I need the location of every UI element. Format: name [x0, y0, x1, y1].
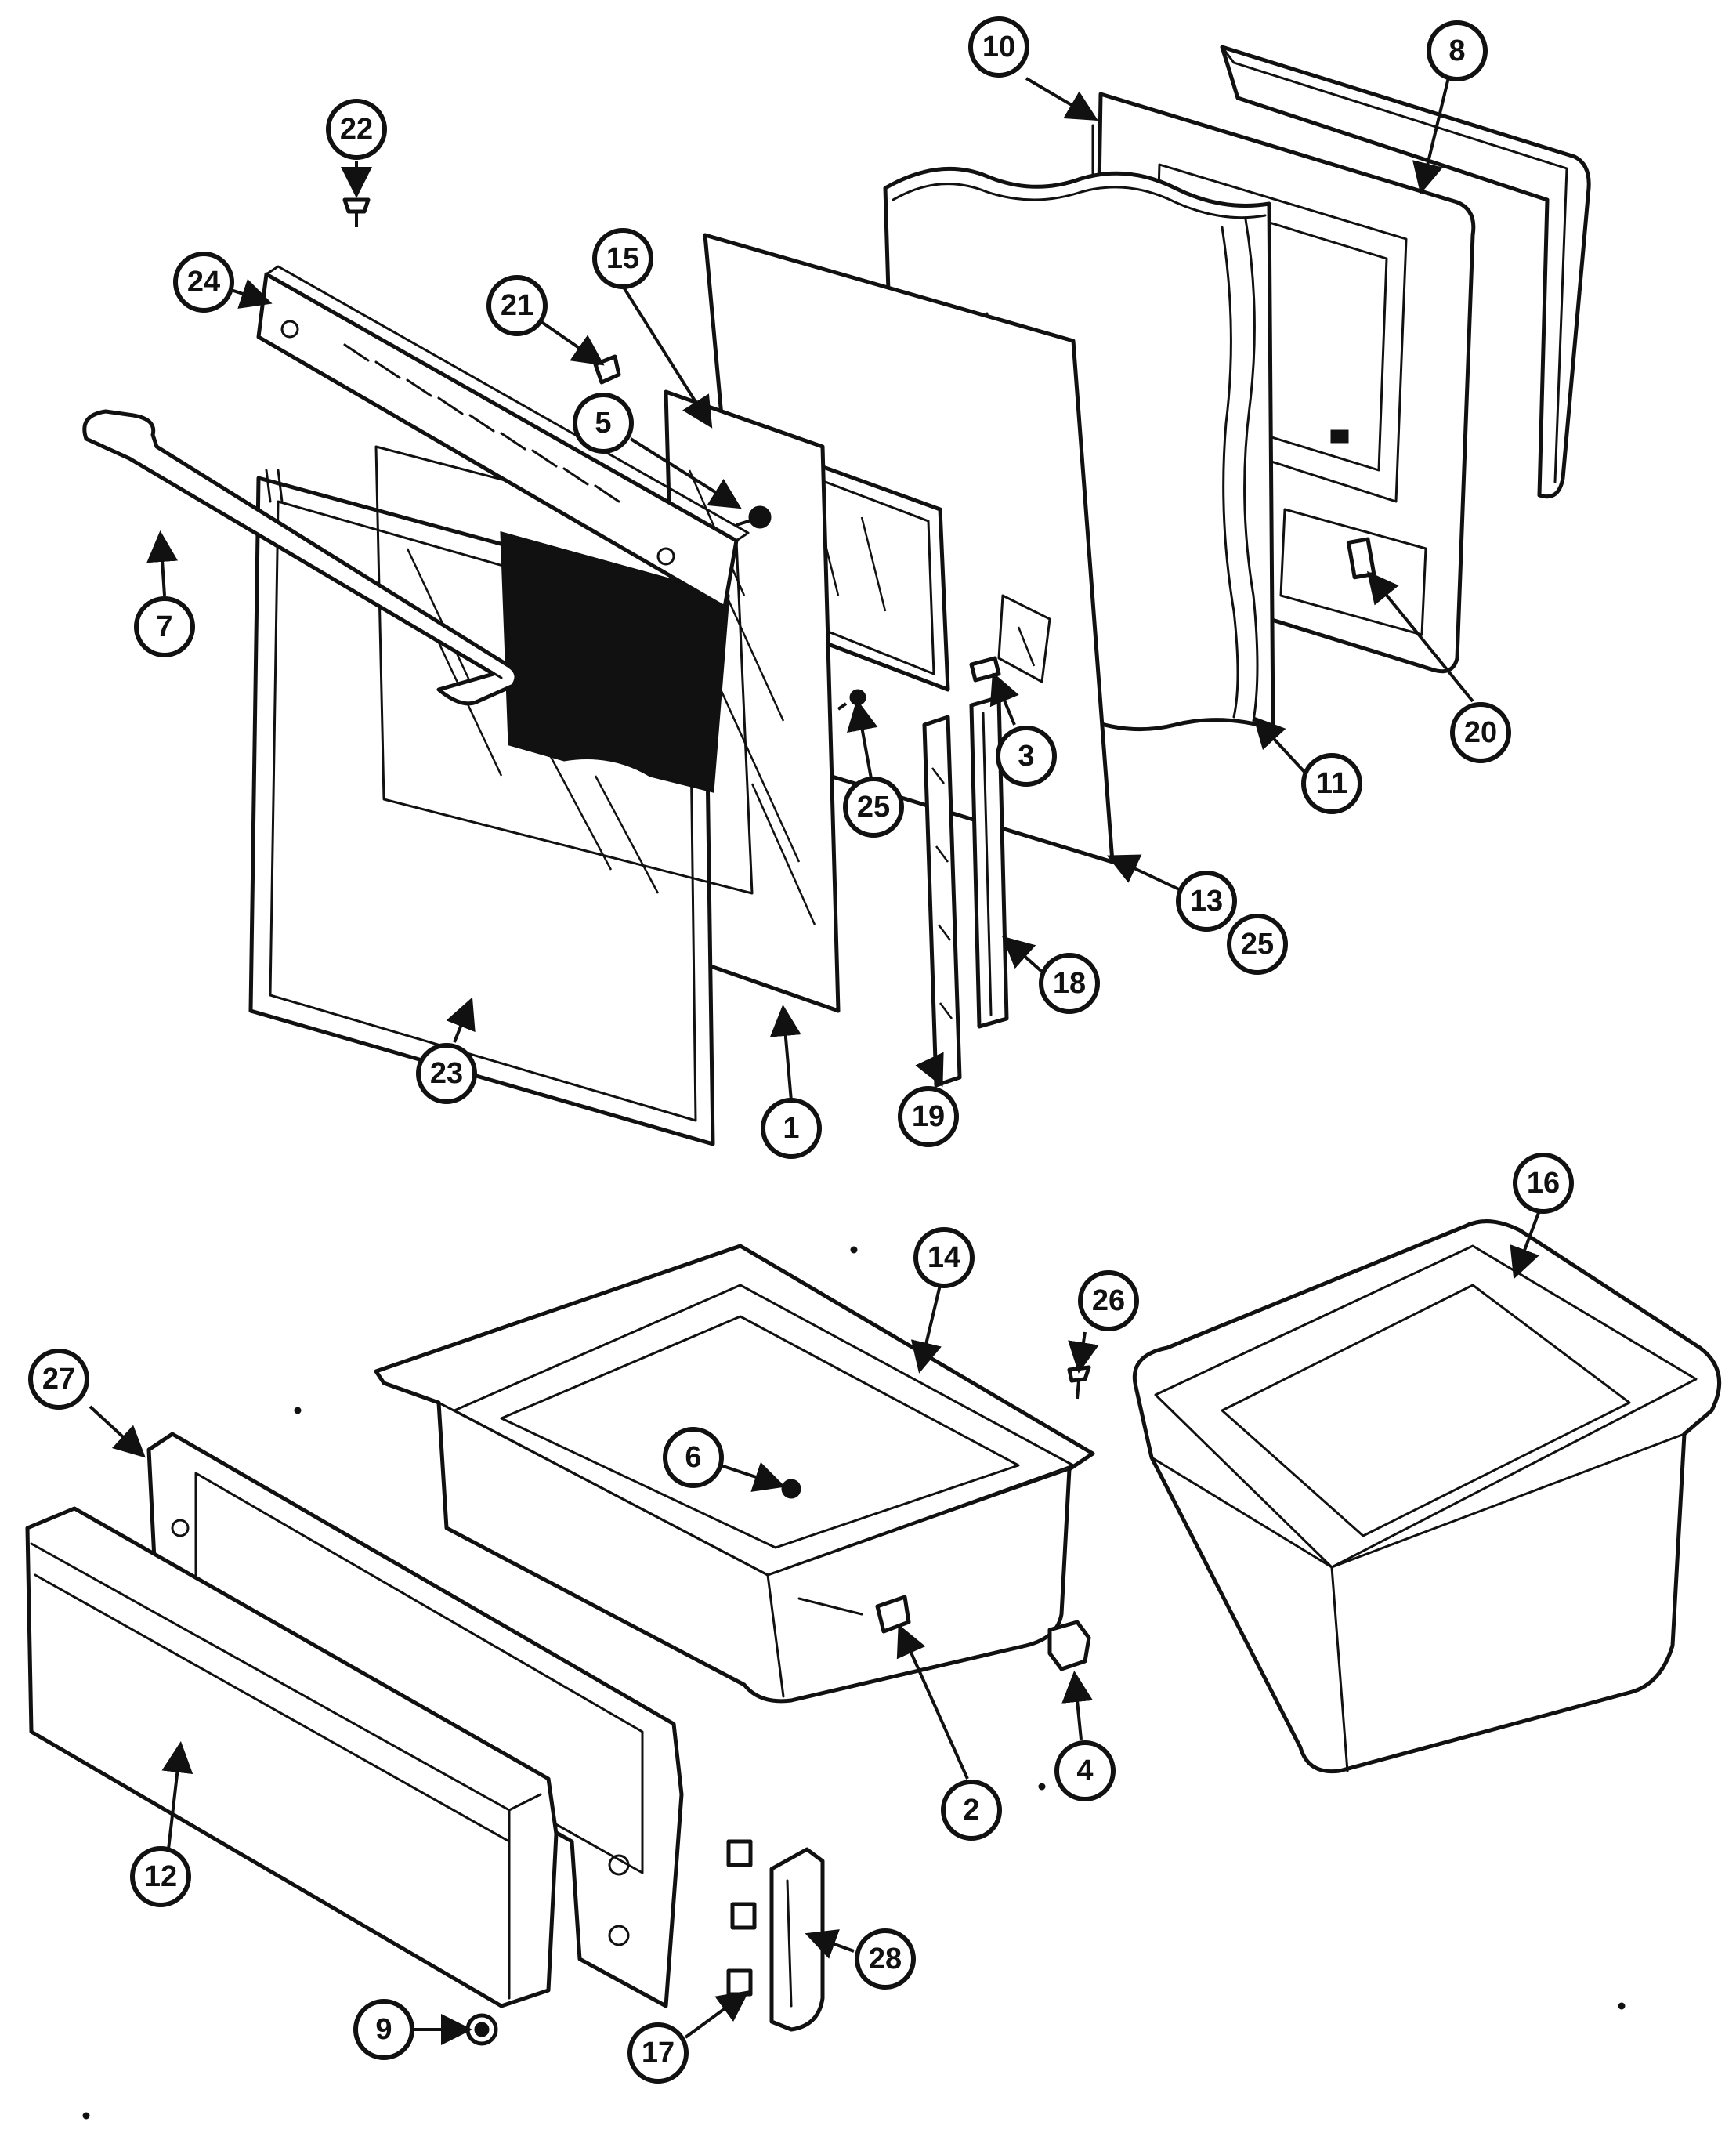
callout-18-label: 18: [1053, 967, 1086, 1000]
callout-22-label: 22: [340, 113, 373, 146]
callout-23-label: 23: [430, 1057, 463, 1090]
callout-3-label: 3: [1018, 740, 1034, 773]
callout-21-label: 21: [501, 289, 533, 322]
callout-10: 10: [968, 16, 1029, 78]
door-gasket-part: [1220, 45, 1591, 499]
screw-6-part: [781, 1479, 801, 1499]
callout-1: 1: [761, 1098, 822, 1159]
hinge-bracket-part: [969, 695, 1009, 1029]
clip-3-part: [969, 656, 1001, 683]
callout-8: 8: [1427, 20, 1488, 81]
callout-25-b-label: 25: [1241, 928, 1274, 961]
screw-26-part: [1067, 1365, 1091, 1400]
callout-17-label: 17: [642, 2037, 675, 2069]
callout-10-label: 10: [982, 31, 1015, 63]
callout-8-label: 8: [1448, 34, 1465, 67]
callout-24-label: 24: [187, 266, 220, 299]
callout-27: 27: [28, 1349, 89, 1410]
callout-19-label: 19: [912, 1100, 945, 1133]
callout-12-label: 12: [144, 1860, 177, 1893]
top-trim-part: [256, 265, 750, 610]
drawer-tub-part: [1132, 1219, 1722, 1774]
callout-7: 7: [134, 596, 195, 657]
leader-lines: [89, 74, 1541, 2045]
callout-26-label: 26: [1092, 1284, 1125, 1317]
latch-20-part: [1346, 537, 1376, 580]
callout-25-a-label: 25: [857, 791, 890, 824]
callout-6-label: 6: [685, 1441, 701, 1474]
screw-9-part: [465, 2013, 498, 2046]
callout-16: 16: [1513, 1153, 1574, 1214]
callout-19: 19: [898, 1086, 959, 1147]
callout-6: 6: [663, 1427, 724, 1488]
glide-4-part: [1047, 1620, 1091, 1671]
callout-26: 26: [1078, 1270, 1139, 1331]
screw-22-part: [342, 197, 371, 227]
callout-25-b: 25: [1227, 914, 1288, 975]
callout-28: 28: [855, 1928, 916, 1990]
clip-2-part: [875, 1595, 911, 1634]
callout-20: 20: [1450, 702, 1511, 763]
callout-5: 5: [573, 393, 634, 454]
callout-11-label: 11: [1316, 767, 1347, 800]
callout-4: 4: [1054, 1740, 1116, 1801]
outer-door-frame-part: [248, 445, 754, 1146]
screw-5-part: [736, 505, 772, 529]
callout-28-label: 28: [869, 1943, 902, 1975]
callout-18: 18: [1039, 953, 1100, 1014]
callout-3: 3: [996, 726, 1057, 787]
callout-2-label: 2: [963, 1794, 979, 1827]
callout-25-a: 25: [843, 777, 904, 838]
callout-16-label: 16: [1527, 1167, 1560, 1200]
callout-15: 15: [592, 228, 653, 289]
door-handle-part: [82, 409, 519, 706]
spacer-pads-part: [726, 1839, 757, 1997]
callout-12: 12: [130, 1846, 191, 1907]
callout-14: 14: [913, 1227, 975, 1288]
callout-2: 2: [941, 1780, 1002, 1841]
drawer-front-part: [25, 1506, 559, 2008]
callout-5-label: 5: [595, 407, 611, 440]
callout-20-label: 20: [1464, 716, 1497, 749]
callout-17: 17: [627, 2022, 689, 2084]
callout-4-label: 4: [1076, 1754, 1093, 1787]
callout-15-label: 15: [606, 242, 639, 275]
callout-7-label: 7: [156, 610, 172, 643]
callout-23: 23: [416, 1043, 477, 1104]
callout-11: 11: [1301, 753, 1362, 814]
callout-27-label: 27: [42, 1363, 75, 1396]
callout-21: 21: [486, 275, 548, 336]
hinge-channel-part: [922, 715, 962, 1088]
callout-9: 9: [353, 1999, 414, 2060]
side-trim-part: [769, 1847, 825, 2032]
callout-1-label: 1: [783, 1112, 799, 1145]
callout-14-label: 14: [928, 1241, 960, 1274]
callout-24: 24: [173, 252, 234, 313]
callout-13: 13: [1176, 871, 1237, 932]
callout-22: 22: [326, 99, 387, 160]
callout-9-label: 9: [375, 2013, 392, 2046]
callout-13-label: 13: [1190, 885, 1223, 918]
